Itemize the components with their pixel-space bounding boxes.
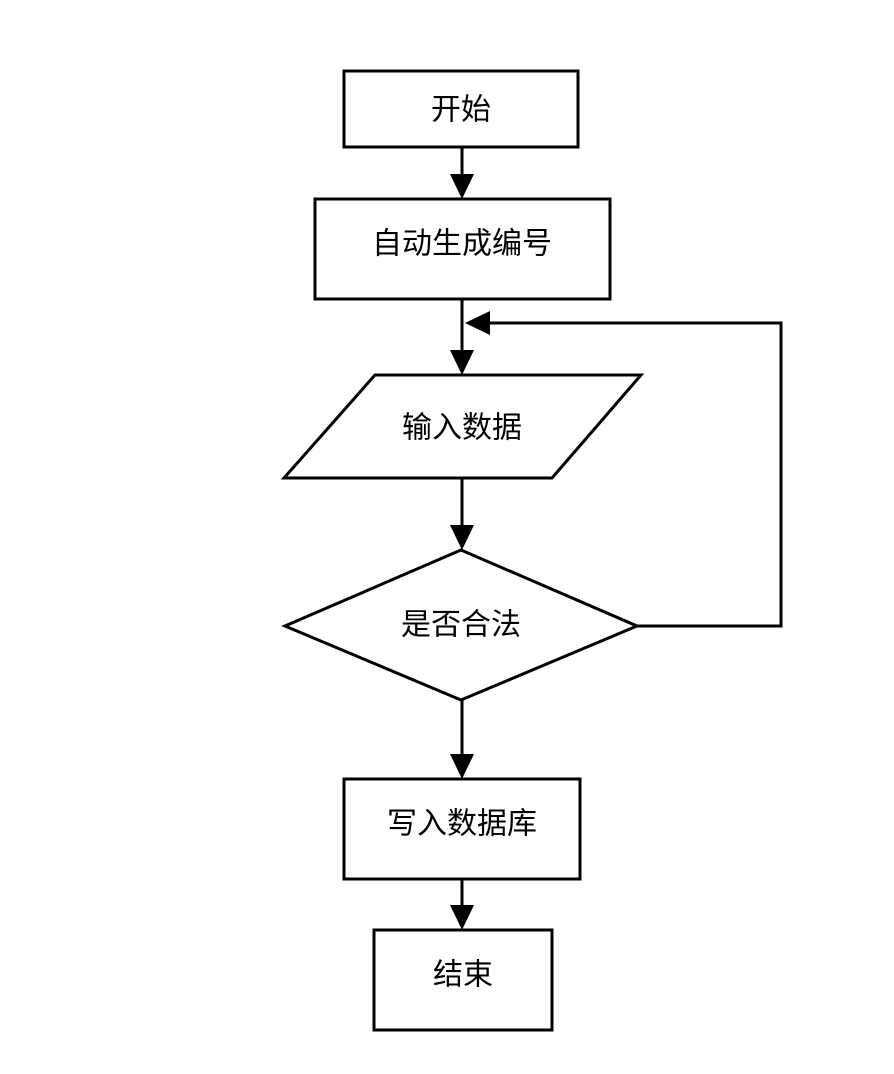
node-auto-generate-id-shape[interactable] <box>313 197 612 301</box>
edge-is-valid-loop-back-to-input-data <box>465 311 783 628</box>
arrow-head-down-icon <box>450 350 474 375</box>
node-start-shape[interactable] <box>342 69 580 149</box>
node-start-label: 开始 <box>431 93 491 128</box>
node-auto-generate-id[interactable]: 自动生成编号 <box>313 197 612 301</box>
node-write-to-database-label: 写入数据库 <box>387 807 537 842</box>
node-end-label: 结束 <box>433 958 493 993</box>
edge-write-to-database-to-end <box>450 879 474 930</box>
node-write-to-database[interactable]: 写入数据库 <box>342 777 582 881</box>
edge-line <box>477 321 783 628</box>
edge-start-to-auto-generate-id <box>450 147 474 199</box>
node-input-data[interactable]: 输入数据 <box>280 373 645 480</box>
node-is-valid-shape[interactable] <box>281 548 641 702</box>
edge-auto-generate-id-to-input-data <box>450 299 474 375</box>
arrow-head-down-icon <box>450 174 474 199</box>
node-input-data-shape[interactable] <box>280 373 645 480</box>
node-is-valid[interactable]: 是否合法 <box>281 548 641 702</box>
node-auto-generate-id-label: 自动生成编号 <box>372 227 552 262</box>
node-is-valid-label: 是否合法 <box>401 608 521 643</box>
edge-input-data-to-is-valid <box>450 478 474 550</box>
edge-is-valid-to-write-to-database <box>450 700 474 779</box>
arrow-head-down-icon <box>450 525 474 550</box>
node-write-to-database-shape[interactable] <box>342 777 582 881</box>
arrow-head-left-icon <box>465 311 490 335</box>
node-end-shape[interactable] <box>372 928 554 1032</box>
node-start[interactable]: 开始 <box>342 69 580 149</box>
node-end[interactable]: 结束 <box>372 928 554 1032</box>
arrow-head-down-icon <box>450 754 474 779</box>
arrow-head-down-icon <box>450 905 474 930</box>
node-input-data-label: 输入数据 <box>402 411 522 446</box>
